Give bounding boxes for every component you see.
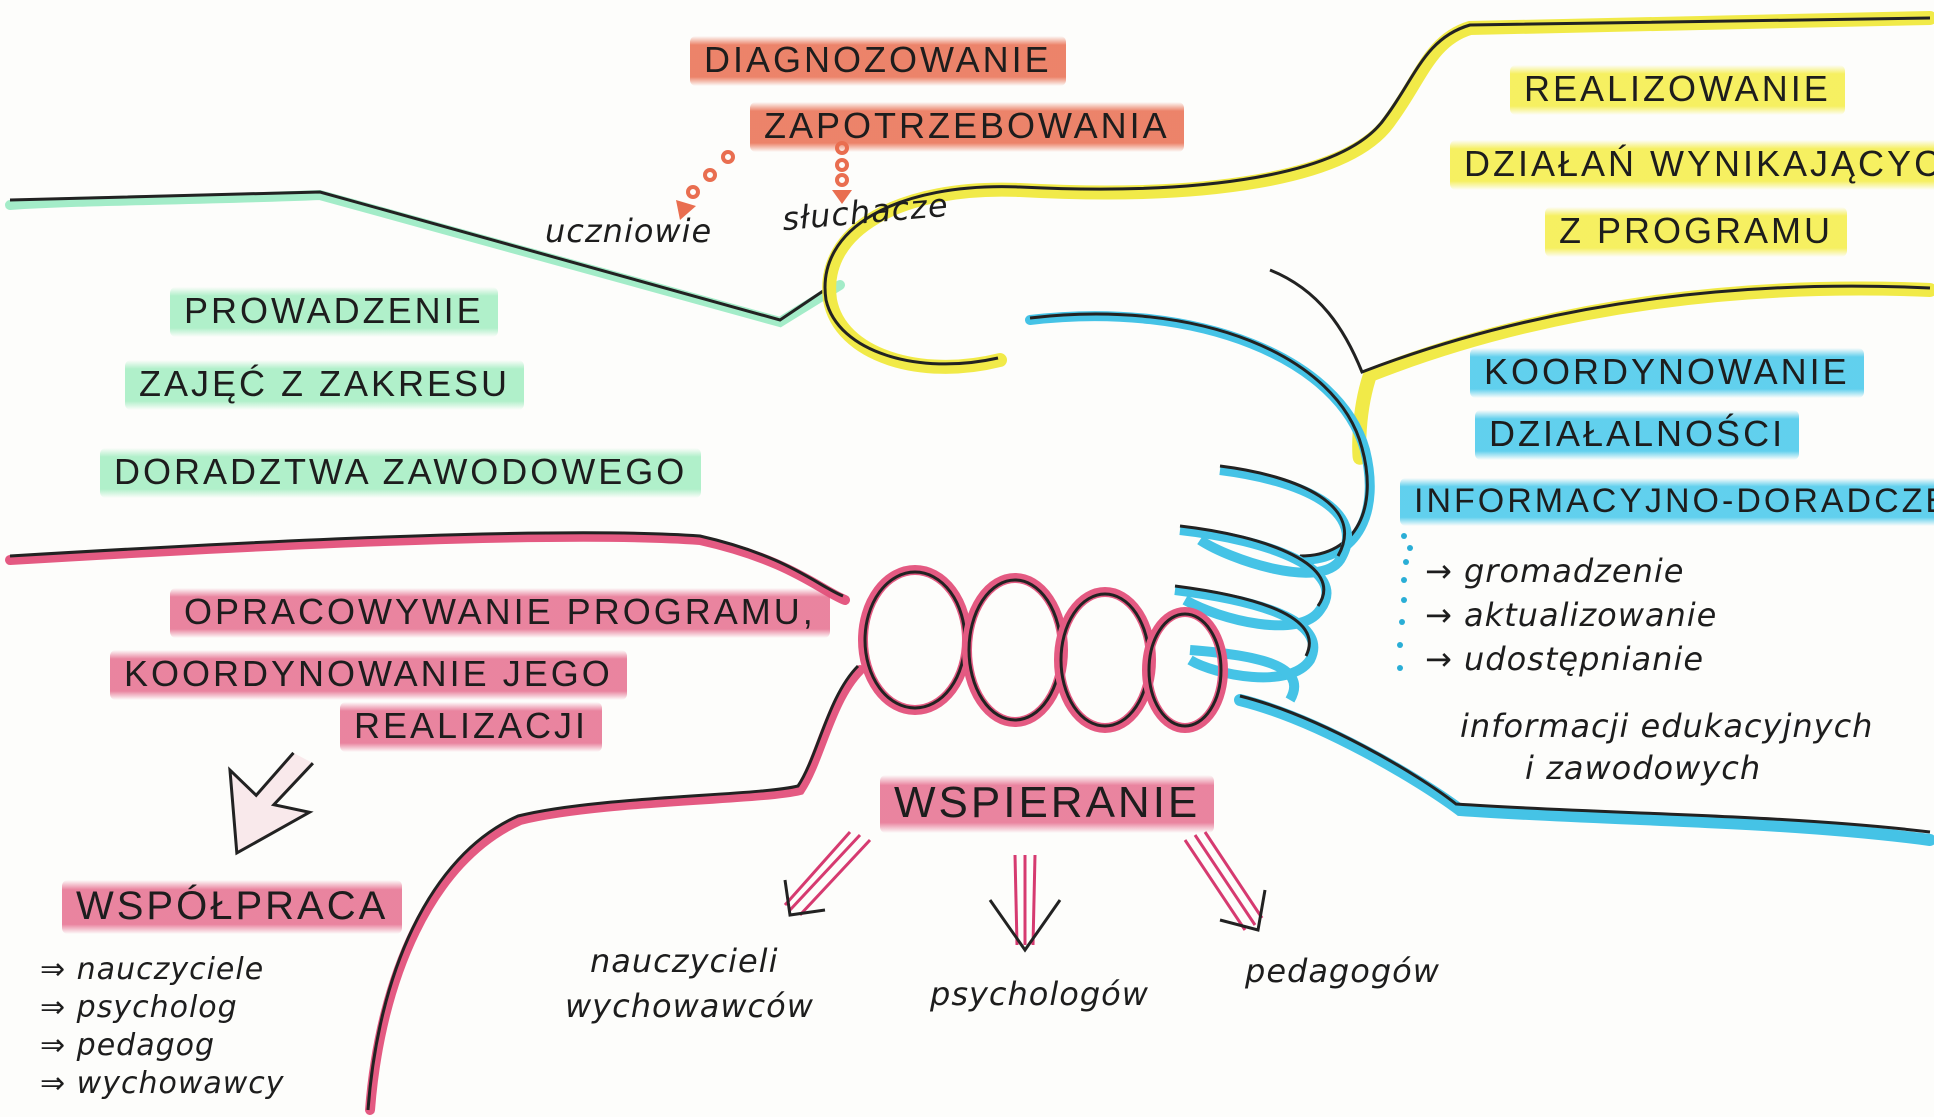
info-tail-line2: i zawodowych: [1525, 749, 1762, 787]
knuckle-3-ink: [1059, 592, 1151, 728]
pink-arm-ink: [366, 664, 860, 1111]
coordinating-info-line2: DZIAŁALNOŚCI: [1475, 410, 1800, 460]
fan-arrow-right: [1183, 831, 1267, 932]
conducting-line1: PROWADZENIE: [170, 287, 498, 337]
blue-finger-3: [1174, 585, 1319, 683]
blue-finger-1: [1197, 465, 1352, 578]
cooperation-item: ⇒ pedagog: [40, 1028, 216, 1063]
implementing-line2: DZIAŁAŃ WYNIKAJĄCYCH: [1450, 140, 1934, 190]
yellow-branch-ink: [823, 16, 1931, 366]
implementing-line3: Z PROGRAMU: [1545, 207, 1848, 257]
support-target-teachers-line1: nauczycieli: [590, 942, 779, 980]
support-target-pedagogues: pedagogów: [1245, 952, 1440, 990]
blue-finger-2-ink: [1179, 524, 1326, 607]
conducting-line2: ZAJĘĆ Z ZAKRESU: [125, 360, 525, 410]
diagnosing-title-line1: DIAGNOZOWANIE: [690, 36, 1066, 86]
program-line2: KOORDYNOWANIE JEGO: [110, 650, 627, 700]
info-actions-list: → gromadzenie → aktualizowanie → udostęp…: [1425, 555, 1717, 675]
big-down-arrow: [228, 751, 314, 856]
coordinating-info-line1: KOORDYNOWANIE: [1470, 348, 1864, 398]
target-students: uczniowie: [545, 212, 713, 250]
cooperation-item: ⇒ nauczyciele: [40, 952, 265, 987]
fan-arrow-left: [783, 831, 872, 917]
cooperation-item: ⇒ psycholog: [40, 990, 238, 1025]
yellow-lower-ink: [1269, 268, 1931, 374]
conducting-line3: DORADZTWA ZAWODOWEGO: [100, 448, 702, 498]
pink-branch-line: [5, 531, 850, 605]
info-tail-line1: informacji edukacyjnych: [1460, 707, 1874, 745]
blue-finger-top: [1025, 311, 1375, 565]
blue-branch-ink: [1239, 694, 1931, 834]
support-title: WSPIERANIE: [880, 775, 1215, 833]
knuckle-4-ink: [1147, 612, 1223, 728]
pink-branch-ink: [9, 531, 844, 598]
orange-dot-arrow-left: [676, 150, 735, 220]
blue-finger-2: [1179, 525, 1332, 631]
pink-arm-line: [365, 665, 865, 1115]
coordinating-info-line3: INFORMACYJNO-DORADCZEJ: [1400, 478, 1934, 526]
cooperation-title: WSPÓŁPRACA: [62, 880, 403, 934]
implementing-line1: REALIZOWANIE: [1510, 65, 1845, 115]
green-branch-line: [5, 189, 845, 328]
knuckle-2-ink: [967, 578, 1063, 722]
blue-finger-4: [1189, 645, 1300, 703]
info-action-updating: → aktualizowanie: [1425, 596, 1718, 634]
blue-finger-top-ink: [1029, 312, 1369, 558]
knuckle-1-ink: [863, 570, 967, 710]
blue-branch-line: [1234, 694, 1934, 846]
support-target-teachers-line2: wychowawców: [565, 987, 814, 1025]
cooperation-item: ⇒ wychowawcy: [40, 1066, 285, 1101]
cooperation-list: ⇒ nauczyciele ⇒ psycholog ⇒ pedagog ⇒ wy…: [40, 955, 285, 1099]
program-line1: OPRACOWYWANIE PROGRAMU,: [170, 588, 830, 638]
info-action-gathering: → gromadzenie: [1425, 552, 1685, 590]
green-branch-ink: [9, 190, 836, 322]
fan-arrow-center: [988, 854, 1062, 953]
support-target-psychologists: psychologów: [930, 975, 1149, 1013]
knuckle-4: [1142, 607, 1228, 733]
diagnosing-title-line2: ZAPOTRZEBOWANIA: [750, 102, 1184, 152]
info-action-sharing: → udostępnianie: [1425, 640, 1705, 678]
program-line3: REALIZACJI: [340, 702, 603, 752]
blue-finger-1-ink: [1219, 464, 1346, 557]
blue-dotted-connector: [1397, 533, 1413, 671]
blue-finger-3-ink: [1174, 584, 1311, 657]
